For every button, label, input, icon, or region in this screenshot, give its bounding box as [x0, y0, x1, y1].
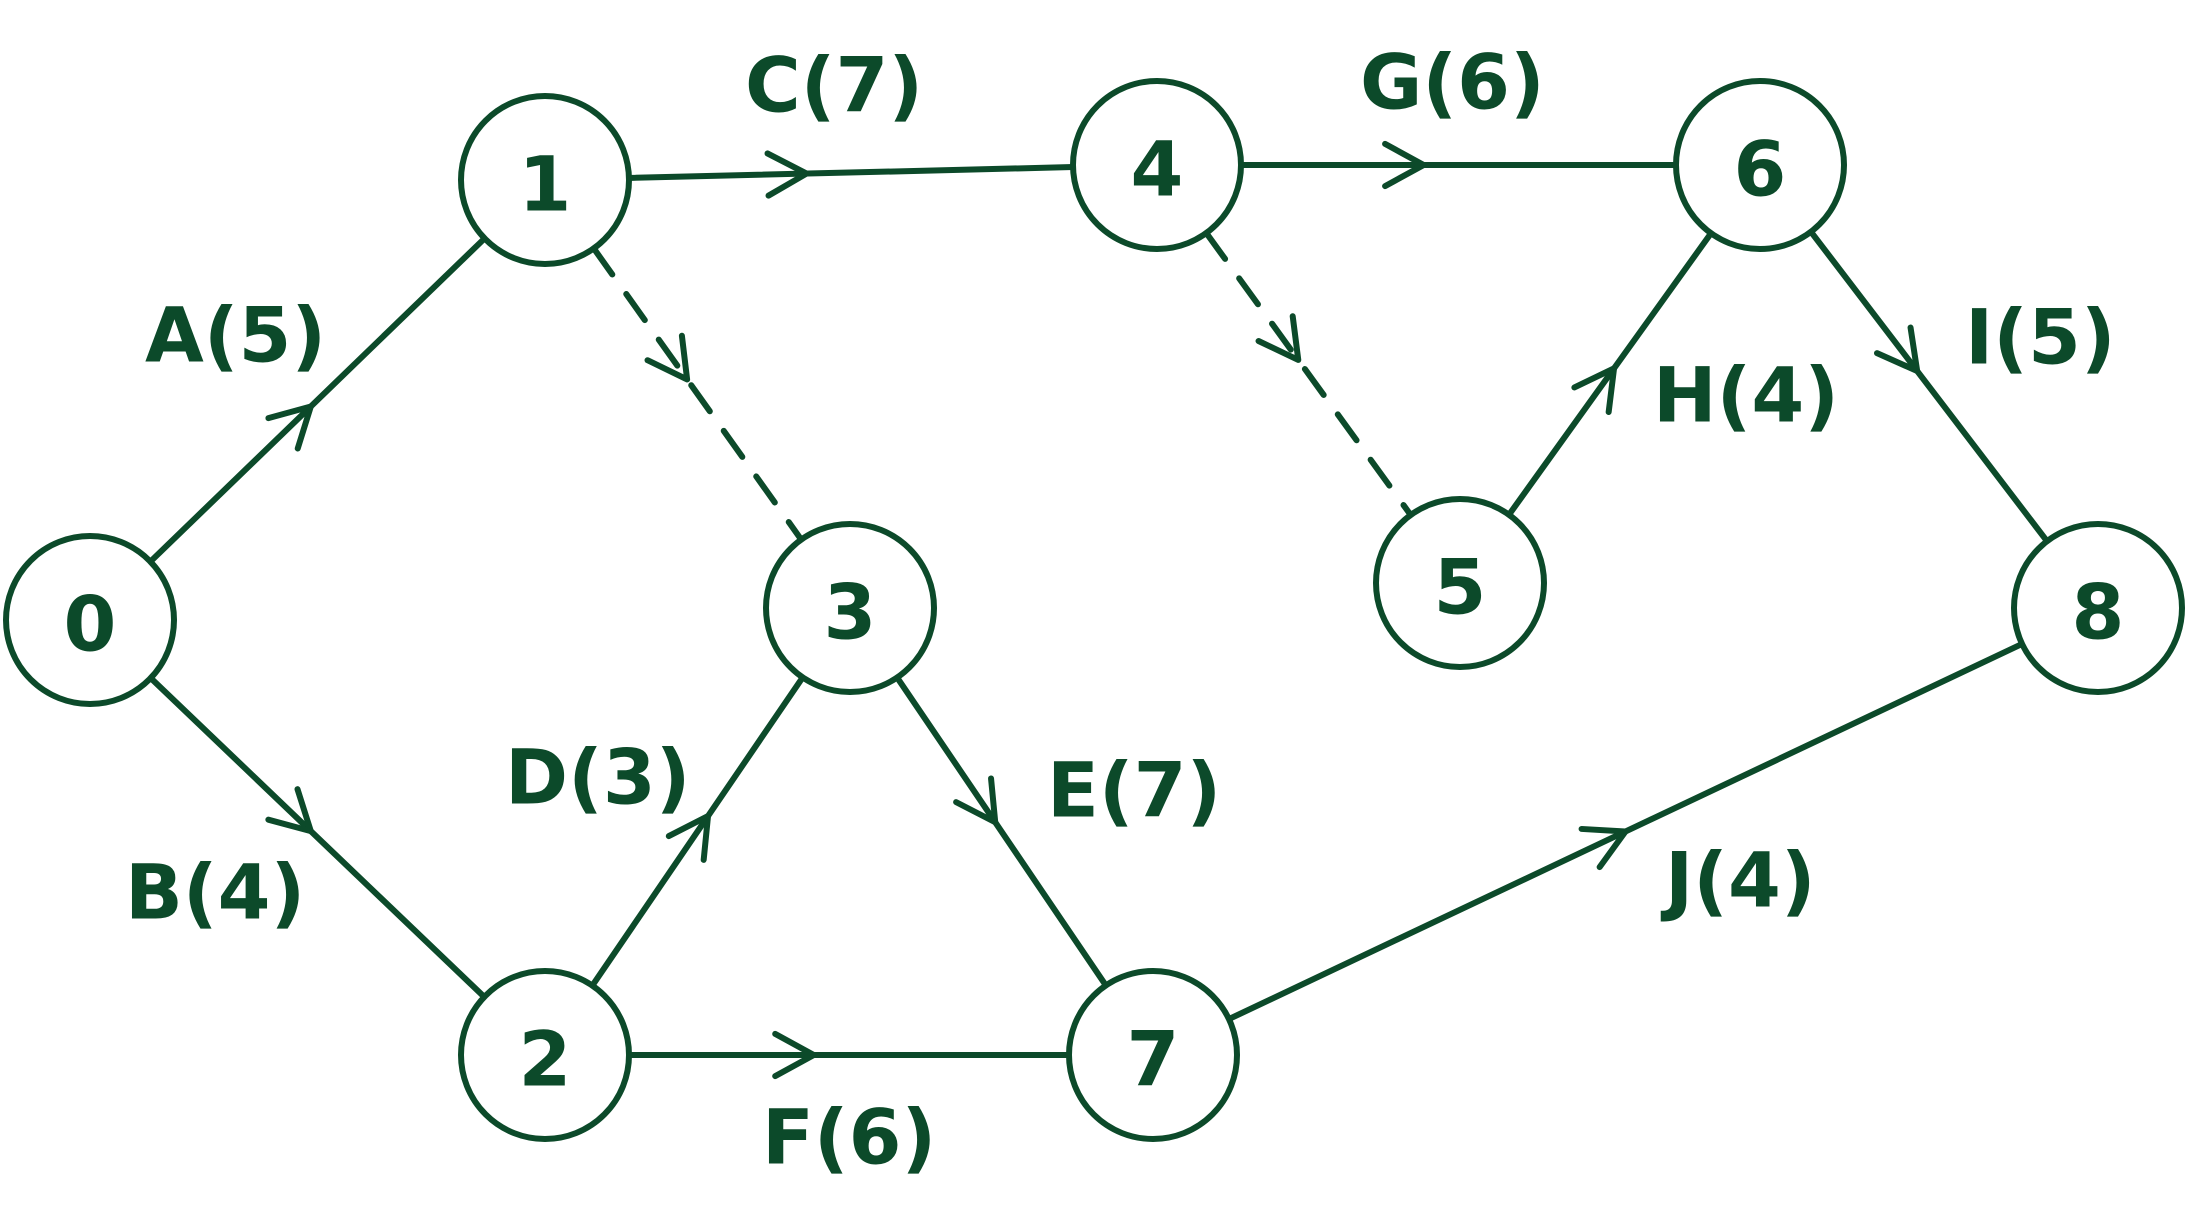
node-circle	[1673, 78, 1847, 252]
arrow-icon	[1571, 365, 1618, 416]
edge-label-B: B(4)	[125, 848, 305, 937]
edge-label-G: G(6)	[1360, 38, 1545, 127]
arrow-icon	[772, 1030, 817, 1080]
arrow-icon	[644, 332, 691, 383]
edge-H	[1505, 230, 1715, 518]
arrow-icon	[1874, 324, 1921, 375]
node-3: 3	[763, 521, 937, 695]
node-label: 6	[1734, 125, 1787, 214]
edge-label-H: H(4)	[1653, 351, 1839, 440]
edge-d45	[1203, 230, 1414, 518]
edge-C	[625, 164, 1077, 181]
node-7: 7	[1066, 968, 1240, 1142]
edge-label-C: C(7)	[745, 41, 923, 130]
node-0: 0	[3, 533, 177, 707]
node-label: 4	[1131, 125, 1184, 214]
node-circle	[458, 93, 632, 267]
node-label: 7	[1127, 1015, 1180, 1104]
node-circle	[458, 968, 632, 1142]
edge-D	[589, 674, 806, 989]
edge-label-F: F(6)	[762, 1093, 936, 1182]
edges-layer	[147, 140, 2051, 1080]
node-label: 0	[64, 580, 117, 669]
nodes-layer: 0 1 2 3 4 5 6 7 8	[3, 78, 2185, 1142]
arrow-icon	[665, 813, 712, 863]
node-circle	[1373, 496, 1547, 670]
node-circle	[1070, 78, 1244, 252]
node-circle	[763, 521, 937, 695]
edge-label-J: J(4)	[1660, 836, 1816, 925]
edge-label-E: E(7)	[1047, 746, 1221, 835]
node-8: 8	[2011, 521, 2185, 695]
arrow-icon	[1578, 825, 1629, 871]
edge-E	[894, 674, 1109, 989]
arrow-icon	[265, 403, 314, 452]
edge-labels-layer: A(5) B(4) C(7) D(3) E(7) F(6) G(6) H(4) I(5) J(4)	[125, 38, 2116, 1182]
arrow-icon	[953, 775, 999, 826]
edge-label-D: D(3)	[505, 733, 690, 822]
node-6: 6	[1673, 78, 1847, 252]
edge-label-A: A(5)	[145, 291, 326, 380]
node-label: 3	[824, 568, 877, 657]
node-label: 8	[2072, 568, 2125, 657]
node-circle	[3, 533, 177, 707]
edge-B	[147, 675, 488, 1000]
node-label: 2	[519, 1015, 572, 1104]
arrow-icon	[1382, 140, 1427, 190]
node-label: 5	[1434, 543, 1487, 632]
arrow-icon	[265, 786, 314, 835]
edge-d13	[590, 245, 805, 543]
node-5: 5	[1373, 496, 1547, 670]
node-2: 2	[458, 968, 632, 1142]
edge-label-I: I(5)	[1965, 293, 2116, 382]
edge-A	[147, 235, 488, 565]
node-circle	[2011, 521, 2185, 695]
node-1: 1	[458, 93, 632, 267]
node-circle	[1066, 968, 1240, 1142]
node-label: 1	[519, 140, 572, 229]
edge-I	[1807, 228, 2051, 545]
arrow-icon	[1255, 313, 1302, 363]
node-4: 4	[1070, 78, 1244, 252]
arrow-icon	[764, 150, 810, 199]
